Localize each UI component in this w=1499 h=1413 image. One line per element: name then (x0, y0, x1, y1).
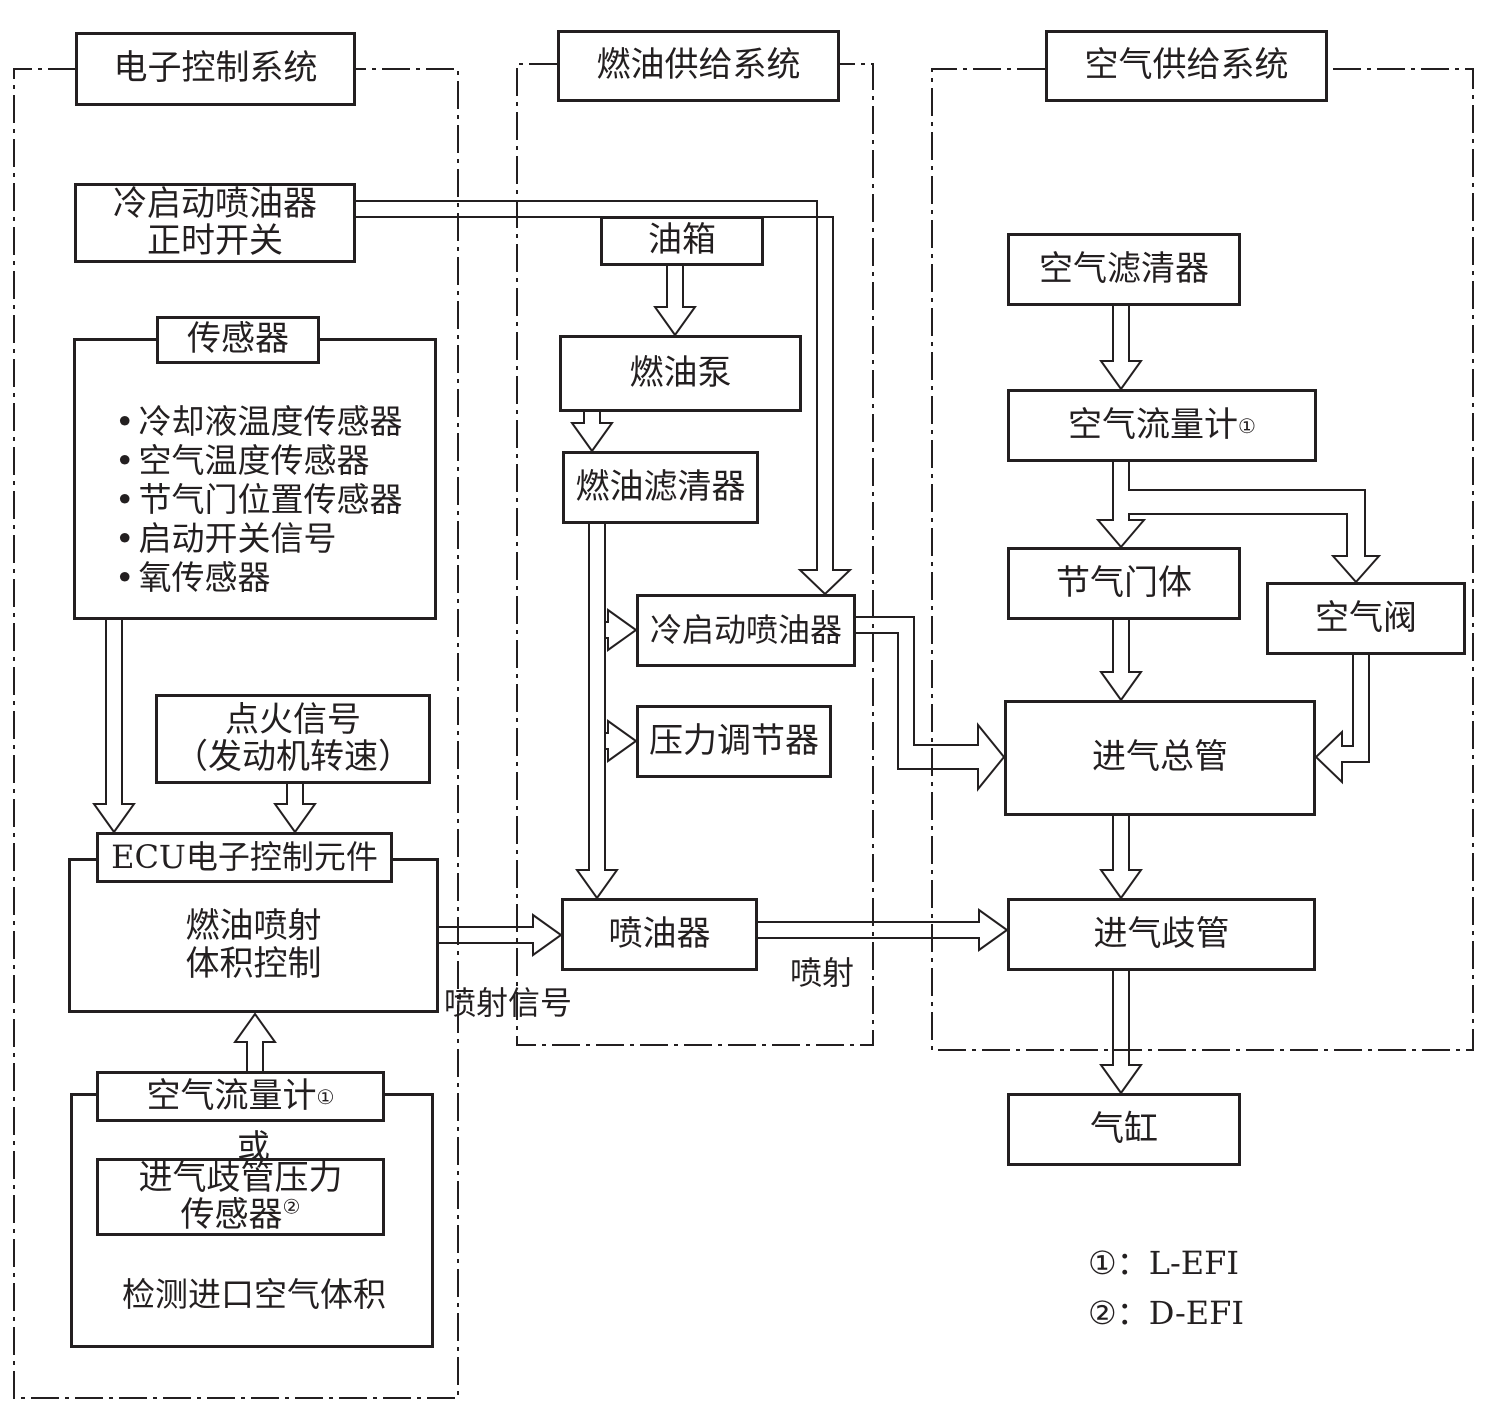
arrow-filter-to-injector (575, 524, 619, 900)
injection-label: 喷射 (790, 954, 855, 992)
cold-start-switch-line2: 正时开关 (147, 221, 283, 261)
electronic-system-frame (13, 68, 459, 1399)
arrow-cold-injector-to-plenum (856, 616, 1006, 792)
sensor-start-switch-signal: 启动开关信号 (115, 519, 402, 558)
cold-start-switch-line1: 冷启动喷油器 (113, 183, 317, 224)
arrow-ignition-to-ecu (273, 784, 317, 834)
air-flow-meter-label: 空气流量计 (1068, 404, 1239, 445)
map-sensor-line1: 进气歧管压力 (138, 1157, 343, 1198)
sensors-title: 传感器 (156, 316, 320, 364)
arrow-tank-to-pump (653, 266, 697, 337)
air-system-frame (931, 68, 1474, 1051)
intake-manifold: 进气歧管 (1007, 898, 1316, 971)
air-system-title: 空气供给系统 (1045, 30, 1328, 102)
arrow-pump-to-filter (570, 412, 614, 453)
arrow-sensors-to-ecu (92, 620, 136, 834)
throttle-body: 节气门体 (1007, 547, 1241, 620)
pressure-regulator: 压力调节器 (636, 705, 832, 778)
ignition-signal-line2: （发动机转速） (174, 737, 412, 777)
note-mark-two: ② (282, 1194, 301, 1219)
arrow-flowmeter-to-throttle (1095, 462, 1382, 584)
ignition-signal: 点火信号 （发动机转速） (155, 694, 431, 784)
sensor-air-temp: 空气温度传感器 (115, 441, 402, 480)
ecu-panel: 燃油喷射 体积控制 (68, 858, 439, 1013)
arrow-filter-to-cold-injector (605, 608, 638, 652)
fuel-pump: 燃油泵 (559, 335, 802, 412)
fuel-system-title: 燃油供给系统 (557, 30, 840, 102)
arrow-throttle-to-plenum (1099, 620, 1143, 702)
arrow-valve-to-plenum (1314, 655, 1370, 785)
arrow-injector-to-manifold (758, 908, 1009, 952)
cylinder: 气缸 (1007, 1093, 1241, 1166)
arrow-cleaner-to-flowmeter (1099, 306, 1143, 391)
manifold-pressure-sensor: 进气歧管压力 传感器② (96, 1158, 385, 1236)
legend-l-efi: ①：L-EFI (1088, 1244, 1239, 1282)
ecu-body-line1: 燃油喷射 (185, 906, 322, 947)
injection-signal-label: 喷射信号 (444, 984, 573, 1022)
arrow-plenum-to-manifold (1099, 816, 1143, 900)
fuel-injector: 喷油器 (561, 898, 758, 971)
sensor-list: 冷却液温度传感器 空气温度传感器 节气门位置传感器 启动开关信号 氧传感器 (115, 402, 402, 597)
ecu-title: ECU电子控制元件 (96, 832, 393, 883)
detect-intake-volume-label: 检测进口空气体积 (122, 1275, 386, 1314)
arrow-filter-to-regulator (605, 719, 638, 763)
air-cleaner: 空气滤清器 (1007, 233, 1241, 306)
intake-plenum: 进气总管 (1004, 700, 1316, 816)
fuel-system-frame (516, 63, 874, 1046)
sensor-throttle-position: 节气门位置传感器 (115, 480, 402, 519)
map-sensor-line2: 传感器② (180, 1194, 301, 1235)
air-valve: 空气阀 (1266, 582, 1466, 655)
cold-start-timing-switch: 冷启动喷油器 正时开关 (74, 183, 356, 263)
cold-start-injector: 冷启动喷油器 (636, 594, 856, 667)
fuel-tank: 油箱 (600, 216, 764, 266)
ecu-body-line2: 体积控制 (185, 943, 322, 984)
airflow-meter-sensor-label: 空气流量计 (146, 1075, 317, 1116)
sensor-oxygen: 氧传感器 (115, 558, 402, 597)
electronic-system-title: 电子控制系统 (75, 32, 356, 106)
arrow-airflow-to-ecu (233, 1012, 277, 1071)
fuel-filter: 燃油滤清器 (562, 451, 759, 524)
ignition-signal-line1: 点火信号 (225, 699, 361, 740)
map-sensor-line2-text: 传感器 (180, 1195, 283, 1235)
arrow-manifold-to-cylinder (1099, 971, 1143, 1095)
legend-d-efi: ②：D-EFI (1088, 1294, 1244, 1332)
sensor-coolant-temp: 冷却液温度传感器 (115, 402, 402, 441)
